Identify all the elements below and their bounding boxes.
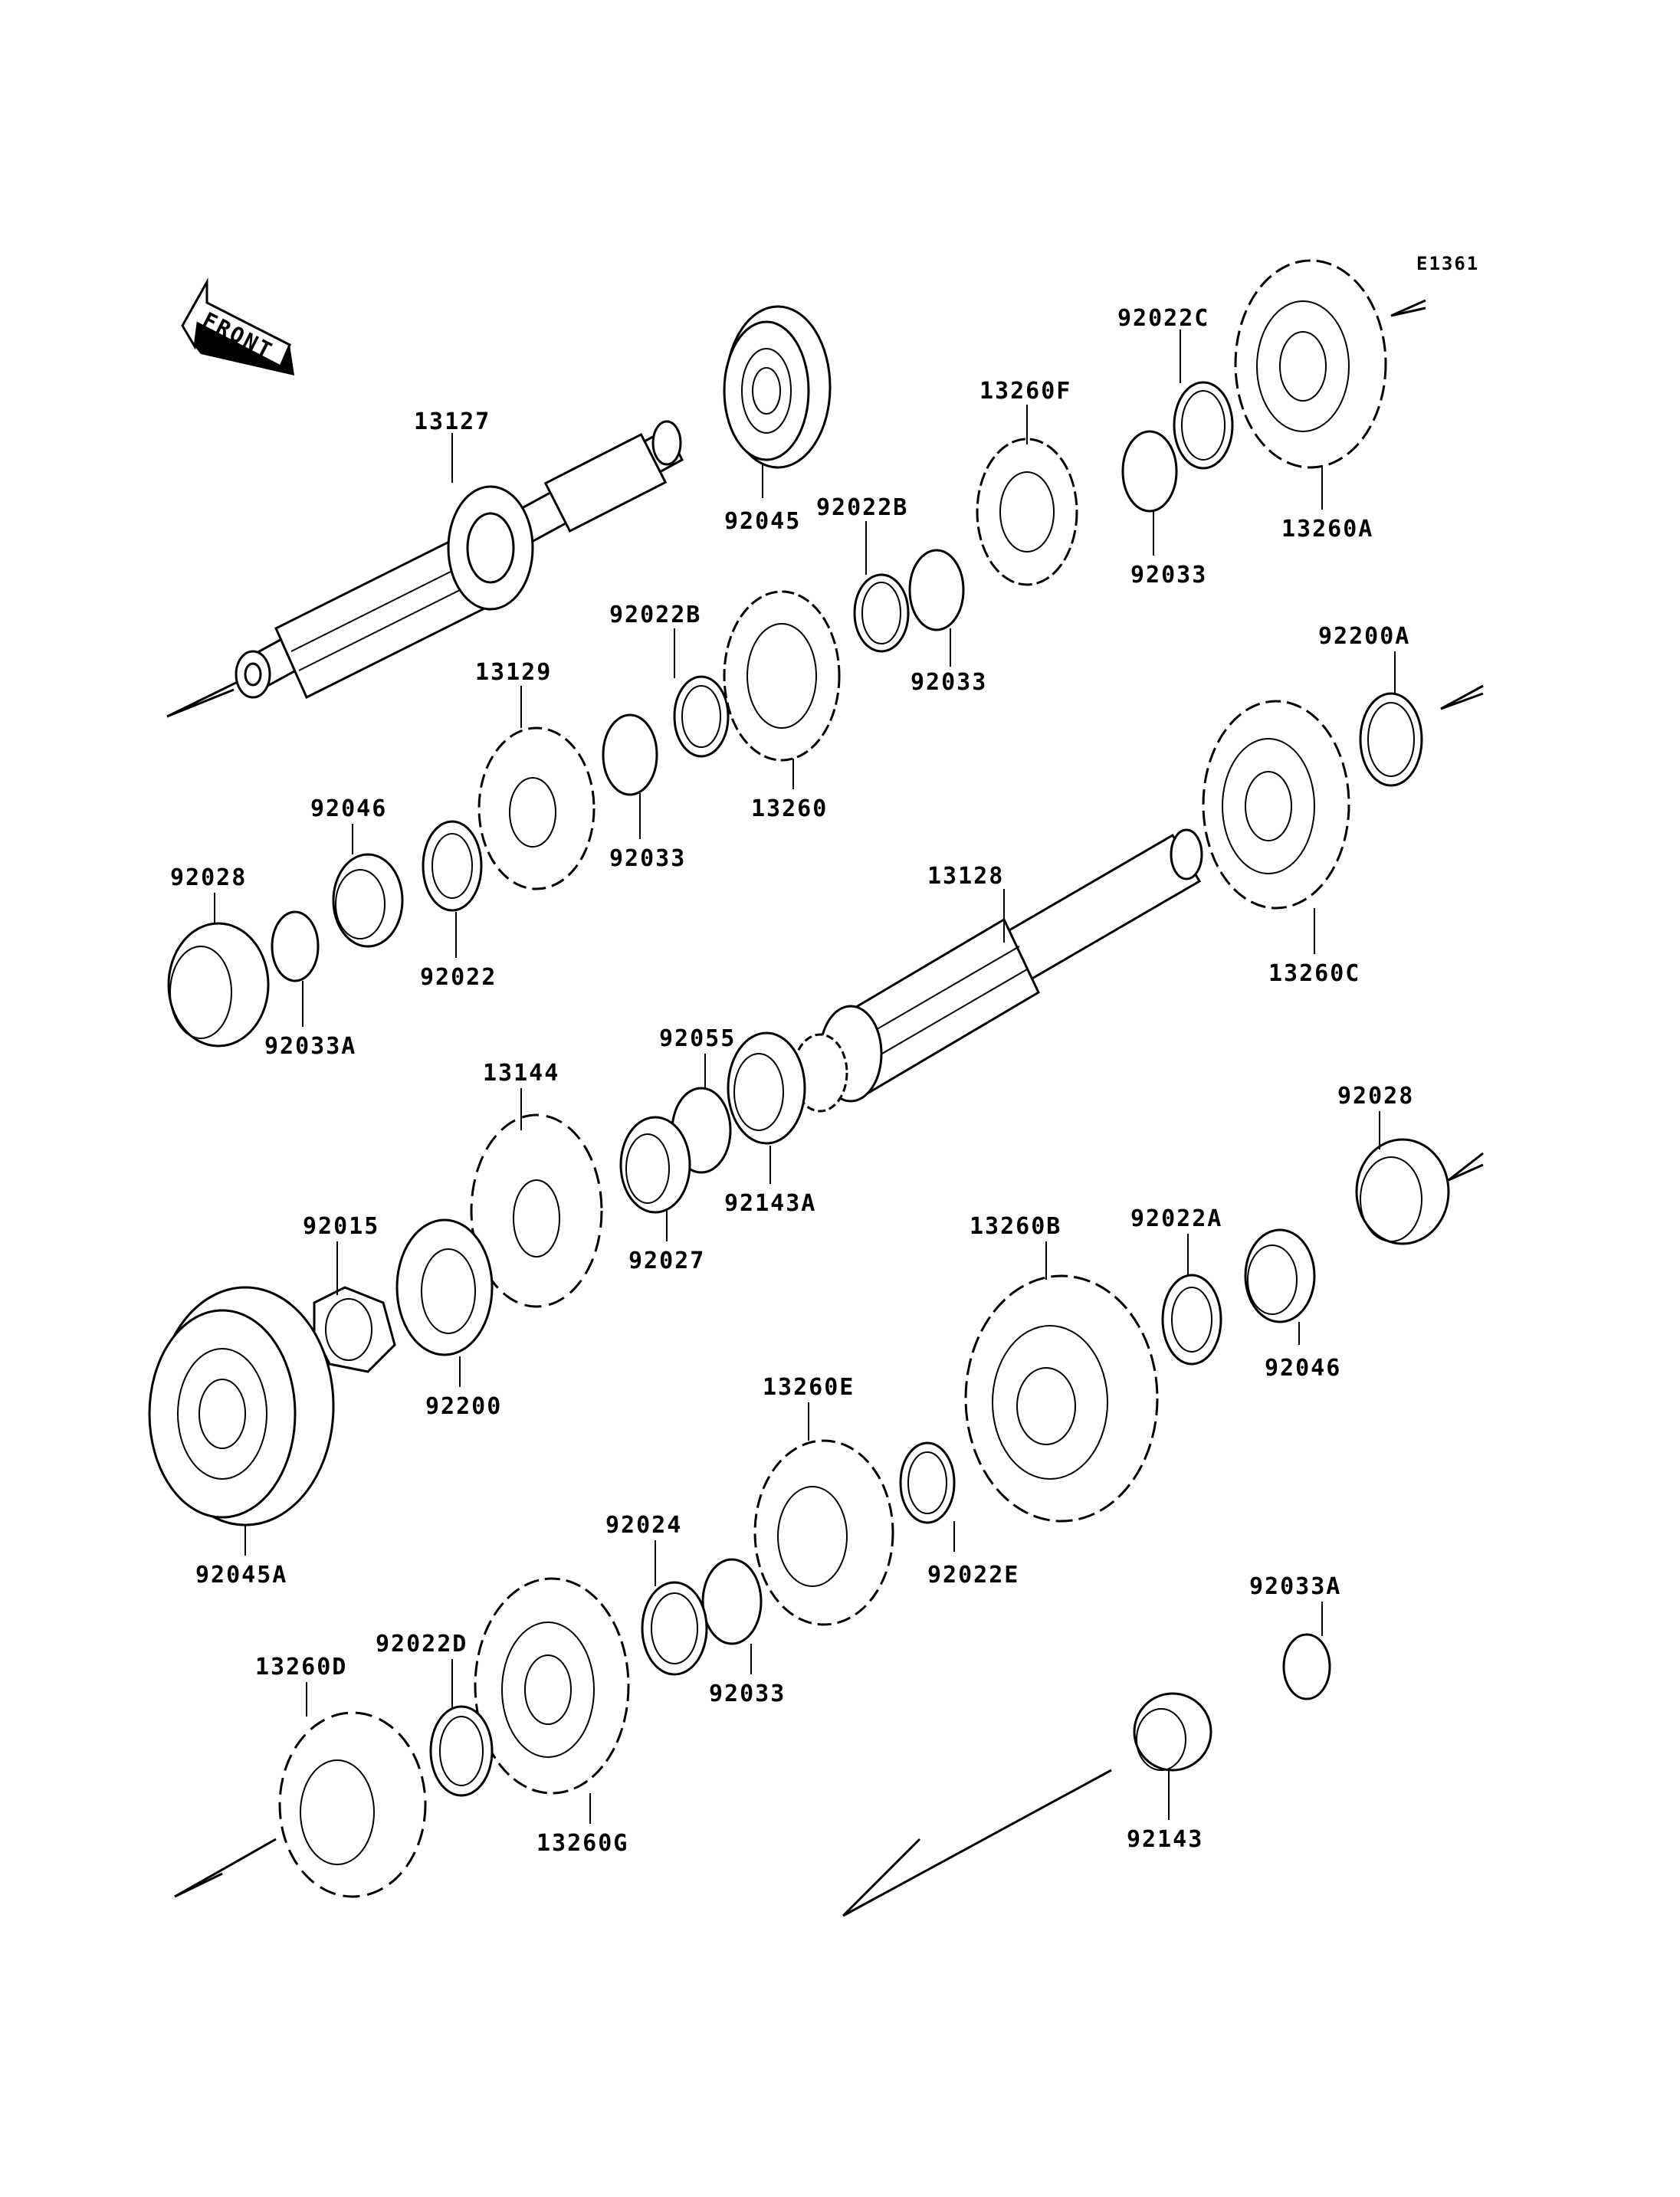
washer-92022B-top	[853, 573, 910, 653]
gear-13260E	[753, 1439, 894, 1626]
label-92045A: 92045A	[195, 1562, 287, 1589]
leader-lines	[214, 330, 1396, 1824]
label-92033-d: 92033	[709, 1681, 786, 1707]
label-13260D: 13260D	[255, 1654, 347, 1681]
collar-92027	[619, 1116, 691, 1214]
front-arrow-icon: FRONT	[181, 277, 294, 375]
label-92027: 92027	[628, 1248, 705, 1274]
bearing-92045A	[148, 1286, 335, 1526]
circlip-92033-c	[602, 713, 658, 796]
label-13128: 13128	[927, 863, 1004, 890]
label-92033A-left: 92033A	[264, 1033, 356, 1060]
bearing-92028-right	[1355, 1138, 1450, 1245]
label-92200A: 92200A	[1318, 623, 1410, 650]
label-92022B-top: 92022B	[816, 494, 908, 521]
gear-13260D	[278, 1711, 427, 1898]
label-92022D: 92022D	[376, 1631, 468, 1658]
gear-13260A	[1234, 259, 1387, 469]
gear-13129	[477, 726, 596, 890]
washer-92022D	[429, 1705, 494, 1797]
label-92022A: 92022A	[1130, 1205, 1222, 1232]
label-13260G: 13260G	[536, 1830, 628, 1857]
washer-92022E	[899, 1441, 956, 1524]
label-13260: 13260	[751, 795, 828, 822]
label-13260B: 13260B	[970, 1213, 1061, 1240]
label-13129: 13129	[475, 659, 552, 686]
label-92033-a: 92033	[1130, 562, 1207, 589]
label-92028-right: 92028	[1337, 1083, 1414, 1110]
label-92024: 92024	[605, 1512, 682, 1539]
label-92022C: 92022C	[1117, 305, 1209, 332]
gear-13260B	[964, 1274, 1159, 1523]
circlip-92033-d	[701, 1558, 763, 1645]
circlip-92033-b	[1121, 430, 1178, 513]
label-92033-b: 92033	[911, 669, 987, 696]
sprocket-13144	[470, 1113, 603, 1308]
gear-13260	[723, 590, 841, 762]
label-13127: 13127	[414, 408, 491, 435]
needle-bearing-92046-top	[332, 853, 404, 948]
circlip-92033-a	[908, 549, 965, 631]
washer-92200A	[1359, 692, 1423, 787]
label-13260C: 13260C	[1268, 960, 1360, 987]
plate-92200	[395, 1218, 494, 1356]
label-92046-right: 92046	[1265, 1355, 1341, 1382]
circlip-92033A-left	[271, 910, 320, 982]
label-92055: 92055	[659, 1025, 736, 1052]
label-13260E: 13260E	[763, 1374, 855, 1401]
washer-92022C	[1173, 381, 1234, 470]
label-13260F: 13260F	[979, 378, 1071, 405]
bearing-92045	[723, 305, 832, 469]
label-92143: 92143	[1127, 1826, 1203, 1853]
label-92045: 92045	[724, 508, 801, 535]
label-13260A: 13260A	[1281, 516, 1373, 543]
label-13144: 13144	[483, 1060, 559, 1087]
shaft-13127	[166, 420, 684, 718]
diagram-code: E1361	[1416, 253, 1479, 274]
label-92033A-right: 92033A	[1249, 1573, 1341, 1600]
label-92028-left: 92028	[170, 864, 247, 891]
label-92015: 92015	[303, 1213, 379, 1240]
label-92022: 92022	[420, 964, 497, 991]
gear-13260F	[976, 438, 1078, 586]
part-labels: 13127 92045 92022B 13260F 92022C 13260A …	[170, 305, 1414, 1857]
gear-13260C	[1202, 700, 1350, 910]
washer-92022B-mid	[673, 675, 730, 758]
label-92046-top: 92046	[310, 795, 387, 822]
washer-92024	[641, 1581, 708, 1676]
shaft-13128	[792, 828, 1203, 1113]
label-92033-c: 92033	[609, 845, 686, 872]
needle-bearing-92046-right	[1244, 1228, 1316, 1323]
gear-13260G	[474, 1577, 630, 1795]
label-92022E: 92022E	[927, 1562, 1019, 1589]
label-92022B-mid: 92022B	[609, 602, 701, 628]
circlip-92033A-right	[1282, 1633, 1331, 1700]
label-92200: 92200	[425, 1393, 502, 1420]
collar-92143A	[727, 1031, 806, 1145]
label-92143A: 92143A	[724, 1190, 816, 1217]
collar-92143	[1133, 1692, 1212, 1772]
bearing-92028-left	[167, 922, 270, 1048]
